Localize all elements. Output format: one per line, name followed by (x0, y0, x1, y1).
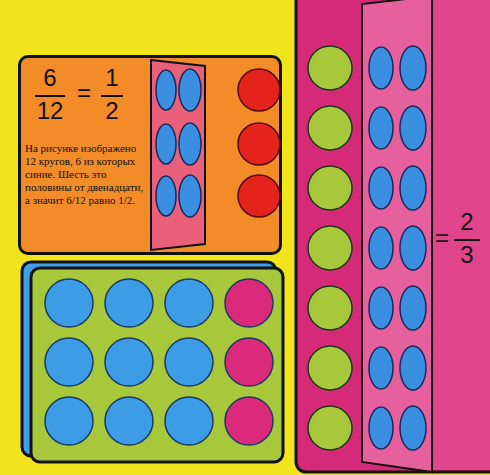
numerator: 2 (451, 209, 483, 235)
folded-flap (151, 60, 205, 250)
magenta-card (296, 0, 490, 472)
blue-circle (179, 175, 201, 217)
blue-circle (179, 123, 201, 165)
blue-circle (179, 69, 201, 111)
circle-grid (45, 279, 273, 445)
explanation-text: На рисунке изображено 12 кругов, 6 из ко… (25, 142, 147, 207)
green-circle-column (308, 46, 352, 450)
fraction-panel: =2 3 (432, 196, 488, 286)
green-card (31, 268, 283, 462)
card-right-panel (432, 0, 490, 470)
back-card (22, 262, 276, 456)
fraction-card: 612=12На рисунке изображено 12 кругов, 6… (18, 55, 282, 255)
red-circle (238, 69, 280, 111)
denominator: 2 (98, 98, 126, 124)
numerator: 6 (33, 65, 67, 91)
numerator: 1 (98, 65, 126, 91)
equals-sign: = (432, 225, 452, 251)
fraction-bar (101, 95, 123, 97)
equals-sign: = (71, 80, 97, 106)
denominator: 3 (451, 242, 483, 268)
fraction-bar (35, 95, 65, 97)
folded-flap (362, 0, 432, 472)
denominator: 12 (31, 98, 69, 124)
blue-circle-columns (369, 46, 426, 450)
blue-circle (156, 176, 176, 216)
fraction-bar (454, 239, 480, 241)
red-circle (238, 123, 280, 165)
blue-circle (156, 70, 176, 110)
red-circle (238, 175, 280, 217)
blue-circle (156, 124, 176, 164)
